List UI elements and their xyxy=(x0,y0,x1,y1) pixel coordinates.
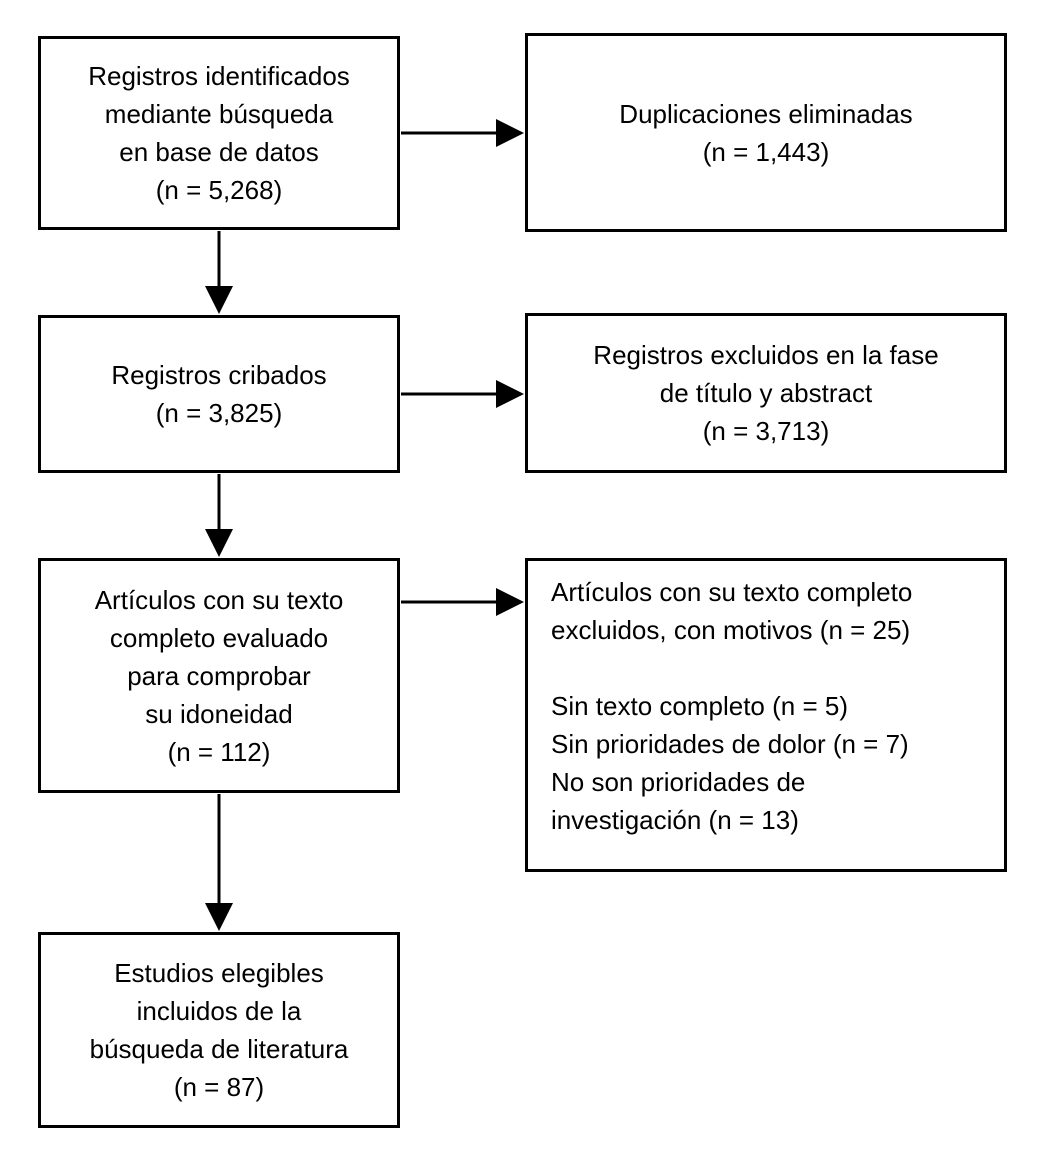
box-count-line: (n = 1,443) xyxy=(702,136,830,167)
box-text-line: Registros excluidos en la fase xyxy=(593,340,939,370)
box-text-line: búsqueda de literatura xyxy=(89,1034,349,1064)
box-text-line: para comprobar xyxy=(127,660,311,691)
box-count-line: (n = 87) xyxy=(173,1072,265,1102)
arrow-right-2 xyxy=(401,380,524,408)
box-text-line: incluidos de la xyxy=(136,996,302,1026)
box-reason-line: Sin texto completo (n = 5) xyxy=(551,691,848,721)
box-text-line: en base de datos xyxy=(119,137,319,167)
arrow-right-1 xyxy=(401,119,524,147)
box-text-line: Artículos con su texto xyxy=(94,584,344,615)
box-text-line: mediante búsqueda xyxy=(104,99,334,129)
box-text-line: Estudios elegibles xyxy=(114,958,324,988)
box-text-line: Artículos con su texto completo xyxy=(551,577,913,607)
box-fulltext-assessed: Artículos con su texto completo evaluado… xyxy=(38,558,400,793)
box-count-line: (n = 112) xyxy=(167,736,271,767)
box-reason-line: No son prioridades de xyxy=(551,767,806,797)
box-records-identified: Registros identificados mediante búsqued… xyxy=(38,36,400,230)
box-reason-line: Sin prioridades de dolor (n = 7) xyxy=(551,729,909,759)
box-text-line: Registros cribados xyxy=(111,360,327,390)
box-text-line: completo evaluado xyxy=(109,622,329,653)
arrow-down-3 xyxy=(205,794,233,931)
box-text-line: de título y abstract xyxy=(659,378,873,408)
box-duplicates-removed: Duplicaciones eliminadas (n = 1,443) xyxy=(525,33,1007,232)
box-records-excluded-title-abstract: Registros excluidos en la fase de título… xyxy=(525,313,1007,473)
box-count-line: (n = 3,825) xyxy=(155,398,283,428)
box-count-line: (n = 3,713) xyxy=(702,416,830,446)
box-text-line: excluidos, con motivos (n = 25) xyxy=(551,615,911,645)
box-text-line: su idoneidad xyxy=(145,698,293,729)
box-fulltext-excluded: Artículos con su texto completo excluido… xyxy=(525,558,1007,872)
arrow-right-3 xyxy=(401,588,524,616)
box-records-screened: Registros cribados (n = 3,825) xyxy=(38,315,400,473)
box-studies-included: Estudios elegibles incluidos de la búsqu… xyxy=(38,932,400,1128)
arrow-down-1 xyxy=(205,231,233,314)
arrow-down-2 xyxy=(205,474,233,557)
box-text-line: Registros identificados xyxy=(88,61,350,91)
box-count-line: (n = 5,268) xyxy=(155,175,283,205)
box-reason-line: investigación (n = 13) xyxy=(551,805,799,835)
box-text-line: Duplicaciones eliminadas xyxy=(619,98,913,129)
